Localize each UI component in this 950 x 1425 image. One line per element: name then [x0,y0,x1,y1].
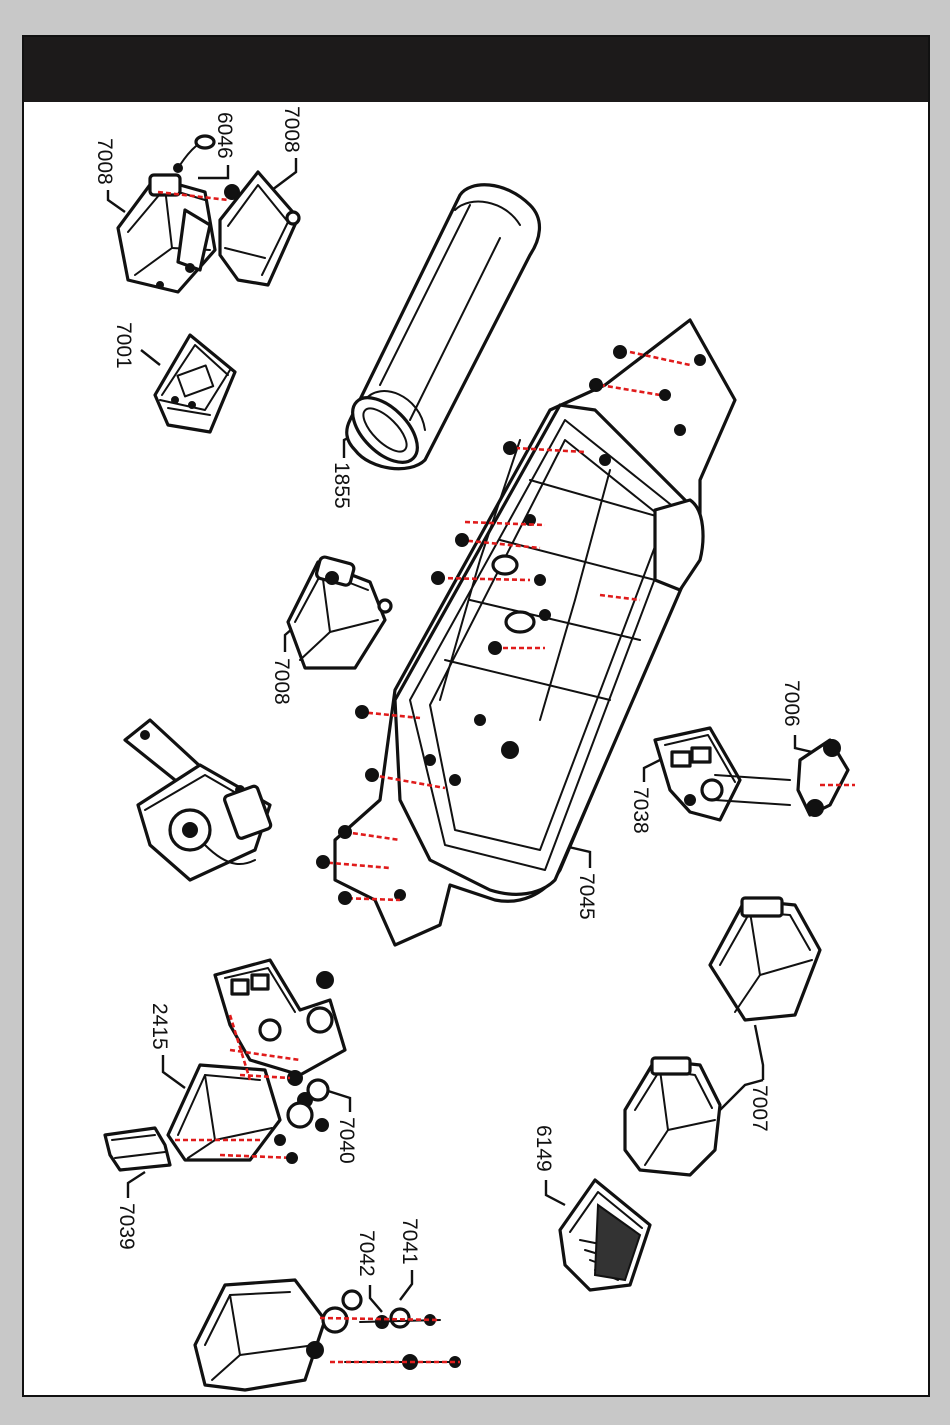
part-label-7042: 7042 [355,1230,378,1277]
battery-1855 [341,185,539,474]
esc-6149 [560,1180,650,1290]
servo-7008-top-right [220,172,299,285]
servo-horn-6046 [174,136,214,172]
pinion-7040 [288,1103,328,1131]
receiver-7001 [155,335,235,432]
gearbox-7038 [655,728,790,820]
part-label-7006: 7006 [780,680,803,727]
part-label-7008-top-right: 7008 [280,106,303,153]
part-label-6149: 6149 [532,1125,555,1172]
part-label-7045: 7045 [575,873,598,920]
part-label-2415: 2415 [148,1003,171,1050]
part-label-7001: 7001 [112,322,135,369]
part-label-7008-top-left: 7008 [93,138,116,185]
motor-mount-assembly [125,720,272,880]
part-label-7007: 7007 [748,1085,771,1132]
gearbox-bottom [195,1280,361,1390]
servo-7008-middle [288,556,391,668]
servo-housing-7007-lower [625,1058,720,1175]
part-label-1855: 1855 [330,462,353,509]
motor-plate-7039 [105,1128,170,1170]
part-label-7039: 7039 [115,1203,138,1250]
part-label-6046: 6046 [213,112,236,159]
part-label-7038: 7038 [629,787,652,834]
part-label-7008-middle: 7008 [270,658,293,705]
servo-housing-7007-upper [710,898,820,1020]
part-label-7041: 7041 [398,1218,421,1265]
part-label-7040: 7040 [335,1117,358,1164]
